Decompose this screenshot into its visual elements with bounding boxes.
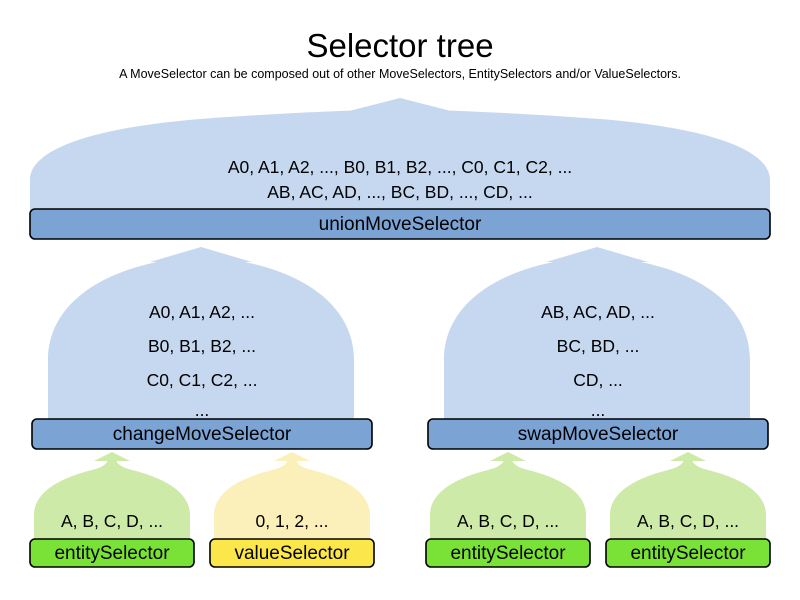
entity-selector-1-arch	[34, 452, 190, 541]
entity-selector-1-label[interactable]: entitySelector	[54, 543, 170, 564]
entity-selector-3-line-1: A, B, C, D, ...	[636, 511, 740, 531]
entity-selector-1-bar[interactable]	[29, 538, 195, 568]
entity-selector-1-line-1: A, B, C, D, ...	[60, 511, 164, 531]
value-selector-1-bar[interactable]	[209, 538, 375, 568]
change-move-selector-label[interactable]: changeMoveSelector	[112, 424, 292, 445]
change-move-selector-arch	[48, 247, 354, 421]
entity-selector-3-arch	[610, 452, 766, 541]
change-move-selector-bar[interactable]	[31, 418, 373, 450]
entity-selector-3-label[interactable]: entitySelector	[630, 543, 746, 564]
entity-selector-2-label[interactable]: entitySelector	[450, 543, 566, 564]
union-move-selector-label[interactable]: unionMoveSelector	[318, 214, 482, 235]
swap-move-selector-bar[interactable]	[427, 418, 769, 450]
value-selector-1-arch	[214, 452, 370, 541]
page-subtitle: A MoveSelector can be composed out of ot…	[119, 67, 681, 81]
entity-selector-2-arch	[430, 452, 586, 541]
union-move-selector-arch	[30, 98, 770, 211]
swap-move-selector-arch	[444, 247, 750, 421]
swap-move-selector-label[interactable]: swapMoveSelector	[517, 424, 679, 445]
union-move-selector-bar[interactable]	[29, 208, 771, 240]
entity-selector-3-bar[interactable]	[605, 538, 771, 568]
page-title: Selector tree	[306, 27, 494, 64]
value-selector-1-line-1: 0, 1, 2, ...	[255, 511, 329, 531]
value-selector-1-label[interactable]: valueSelector	[234, 543, 350, 564]
entity-selector-2-line-1: A, B, C, D, ...	[456, 511, 560, 531]
entity-selector-2-bar[interactable]	[425, 538, 591, 568]
